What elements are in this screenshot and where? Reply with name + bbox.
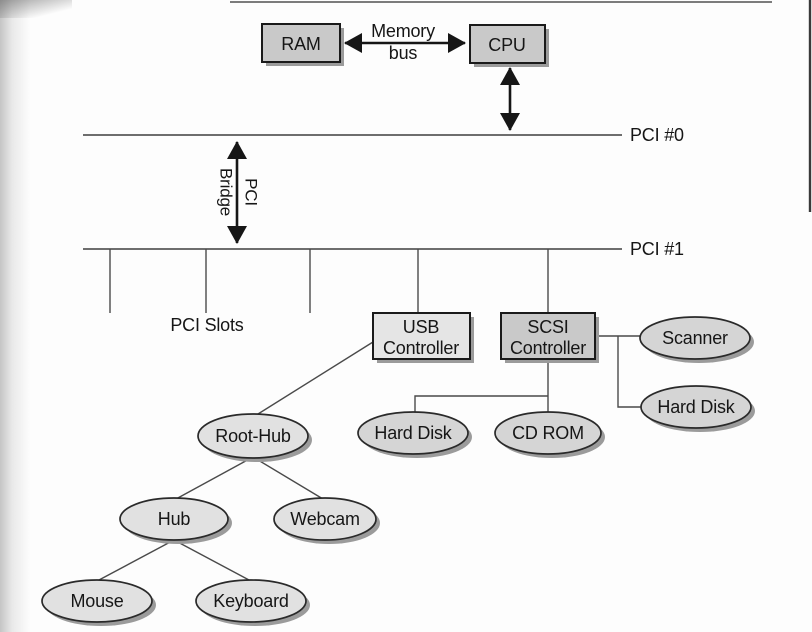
cpu-label: CPU bbox=[488, 35, 525, 55]
hub-label: Hub bbox=[158, 509, 191, 529]
hub-node: Hub bbox=[119, 497, 232, 544]
webcam-label: Webcam bbox=[290, 509, 360, 529]
usb-to-roothub-line bbox=[257, 341, 374, 415]
root-hub-node: Root-Hub bbox=[197, 413, 312, 462]
pci0-bus-label: PCI #0 bbox=[630, 125, 684, 145]
scsi-controller-label-line1: SCSI bbox=[527, 317, 568, 337]
scsi-controller-box: SCSI Controller bbox=[500, 312, 599, 363]
ram-box: RAM bbox=[261, 23, 344, 66]
hard-disk-node: Hard Disk bbox=[357, 411, 472, 458]
pci1-bus-label: PCI #1 bbox=[630, 239, 684, 259]
usb-controller-box: USB Controller bbox=[372, 312, 474, 363]
usb-controller-label-line1: USB bbox=[403, 317, 440, 337]
hard-disk-2-label: Hard Disk bbox=[657, 397, 735, 417]
cd-rom-node: CD ROM bbox=[494, 411, 605, 458]
mouse-label: Mouse bbox=[70, 591, 123, 611]
mouse-node: Mouse bbox=[41, 579, 156, 626]
scsi-controller-label-line2: Controller bbox=[510, 338, 586, 358]
roothub-to-hub-line bbox=[175, 456, 254, 500]
keyboard-node: Keyboard bbox=[195, 579, 310, 626]
scanner-label: Scanner bbox=[662, 328, 728, 348]
keyboard-label: Keyboard bbox=[213, 591, 288, 611]
ram-label: RAM bbox=[281, 34, 320, 54]
pci-bridge-label-line1: PCI bbox=[242, 178, 261, 206]
cd-rom-label: CD ROM bbox=[512, 423, 584, 443]
scsi-to-harddisk2-elbow bbox=[617, 336, 642, 408]
hard-disk-label: Hard Disk bbox=[374, 423, 452, 443]
roothub-to-webcam-line bbox=[252, 456, 324, 500]
hub-to-mouse-line bbox=[98, 539, 175, 581]
webcam-node: Webcam bbox=[273, 497, 380, 544]
pci-bridge-label-line2: Bridge bbox=[217, 168, 236, 216]
pci-slots-label: PCI Slots bbox=[170, 315, 243, 335]
hub-to-keyboard-line bbox=[173, 539, 250, 581]
hard-disk-2-node: Hard Disk bbox=[640, 385, 755, 432]
usb-controller-label-line2: Controller bbox=[383, 338, 459, 358]
cpu-box: CPU bbox=[469, 24, 549, 67]
scsi-to-harddisk-elbow bbox=[414, 395, 548, 412]
memory-bus-label-line1: Memory bbox=[371, 21, 435, 41]
root-hub-label: Root-Hub bbox=[215, 426, 291, 446]
memory-bus-label-line2: bus bbox=[389, 43, 418, 63]
scanner-node: Scanner bbox=[639, 316, 754, 363]
